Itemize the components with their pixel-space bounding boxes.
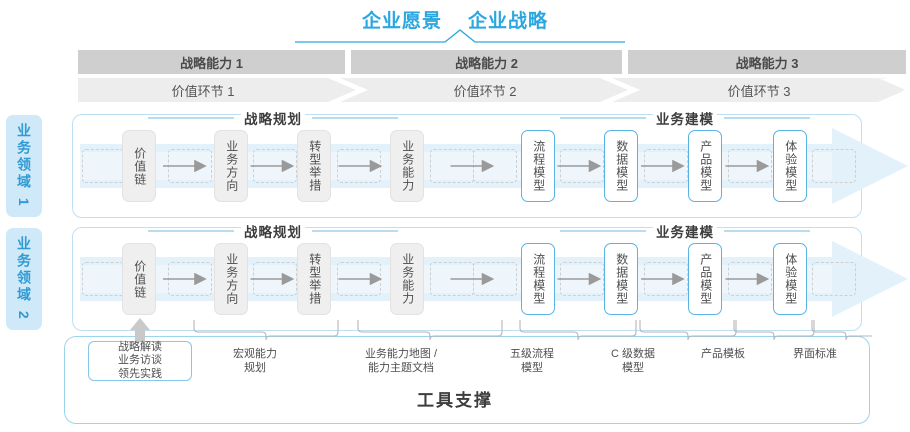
flow-arrow-icon [557, 273, 602, 285]
node-box[interactable]: 流程模型 [521, 130, 555, 202]
capability-cell-1: 战略能力 1 [78, 50, 345, 74]
tool-label-5: 产品模板 [701, 348, 745, 360]
section-header-business-modeling-2: 业务建模 [560, 221, 810, 241]
section-line-right [312, 117, 398, 119]
node-box[interactable]: 业务能力 [390, 130, 424, 202]
flow-arrow-icon [163, 273, 207, 285]
capability-cell-2: 战略能力 2 [351, 50, 622, 74]
capability-cell-3: 战略能力 3 [628, 50, 906, 74]
flow-arrow-icon [641, 273, 685, 285]
value-chain-up-arrow-icon [130, 318, 150, 342]
node-box[interactable]: 数据模型 [604, 130, 638, 202]
tool-label-1: 宏观能力 规划 [233, 348, 277, 374]
title-enterprise-strategy: 企业战略 [468, 11, 549, 32]
placeholder-box [812, 149, 856, 183]
node-box[interactable]: 产品模型 [688, 243, 722, 315]
node-box[interactable]: 价值链 [122, 130, 156, 202]
node-box[interactable]: 流程模型 [521, 243, 555, 315]
section-line-left [148, 117, 234, 119]
title-enterprise-vision: 企业愿景 [361, 11, 442, 32]
side-label-domain-1: 业务领域 1 [6, 115, 42, 217]
section-line-right [724, 117, 810, 119]
flow-arrow-icon [725, 273, 770, 285]
value-stage-text-2: 价值环节 2 [453, 83, 517, 99]
flow-arrow-icon [338, 160, 383, 172]
flow-arrow-icon [163, 160, 207, 172]
tool-support-title: 工具支撑 [417, 391, 493, 410]
tool-label-strategy-text: 战略解读 业务访谈 领先实践 [118, 340, 162, 380]
node-box[interactable]: 转型举措 [297, 243, 331, 315]
bottom-brackets [193, 320, 872, 341]
flow-arrow-icon [450, 160, 495, 172]
node-box[interactable]: 体验模型 [773, 243, 807, 315]
node-box[interactable]: 产品模型 [688, 130, 722, 202]
tool-label-strategy-box: 战略解读 业务访谈 领先实践 [88, 341, 192, 381]
section-line-left [560, 230, 646, 232]
tool-label-6: 界面标准 [793, 348, 837, 360]
tool-label-3: 五级流程 模型 [510, 348, 554, 374]
tool-label-2: 业务能力地图 / 能力主题文档 [364, 348, 438, 374]
node-box[interactable]: 转型举措 [297, 130, 331, 202]
node-box[interactable]: 数据模型 [604, 243, 638, 315]
node-box[interactable]: 业务方向 [214, 243, 248, 315]
section-header-strategy-planning-2: 战略规划 [148, 221, 398, 241]
section-title: 战略规划 [241, 108, 305, 128]
tool-support-container [64, 336, 870, 424]
placeholder-box [82, 262, 126, 296]
section-title: 业务建模 [653, 221, 717, 241]
flow-arrow-icon [250, 160, 295, 172]
flow-arrow-icon [338, 273, 383, 285]
flow-arrow-icon [450, 273, 495, 285]
section-title: 业务建模 [653, 108, 717, 128]
value-stage-bar: 价值环节 1 价值环节 2 价值环节 3 [78, 78, 906, 102]
value-stage-chevrons [78, 78, 906, 102]
flow-arrow-icon [557, 160, 602, 172]
side-label-domain-2: 业务领域 2 [6, 228, 42, 330]
section-header-strategy-planning-1: 战略规划 [148, 108, 398, 128]
node-box[interactable]: 业务能力 [390, 243, 424, 315]
flow-arrow-icon [641, 160, 685, 172]
section-header-business-modeling-1: 业务建模 [560, 108, 810, 128]
section-title: 战略规划 [241, 221, 305, 241]
node-box[interactable]: 业务方向 [214, 130, 248, 202]
flow-arrow-icon [725, 160, 770, 172]
value-stage-text-1: 价值环节 1 [171, 83, 235, 99]
placeholder-box [82, 149, 126, 183]
node-box[interactable]: 价值链 [122, 243, 156, 315]
section-line-left [148, 230, 234, 232]
value-stage-text-3: 价值环节 3 [727, 83, 791, 99]
section-line-right [312, 230, 398, 232]
section-line-left [560, 117, 646, 119]
title-connector-line [295, 29, 625, 43]
strategic-capability-bar: 战略能力 1 战略能力 2 战略能力 3 [78, 50, 906, 74]
node-box[interactable]: 体验模型 [773, 130, 807, 202]
tool-label-4: C 级数据 模型 [611, 348, 655, 374]
placeholder-box [812, 262, 856, 296]
top-title-group: 企业愿景 企业战略 [0, 6, 910, 33]
section-line-right [724, 230, 810, 232]
flow-arrow-icon [250, 273, 295, 285]
